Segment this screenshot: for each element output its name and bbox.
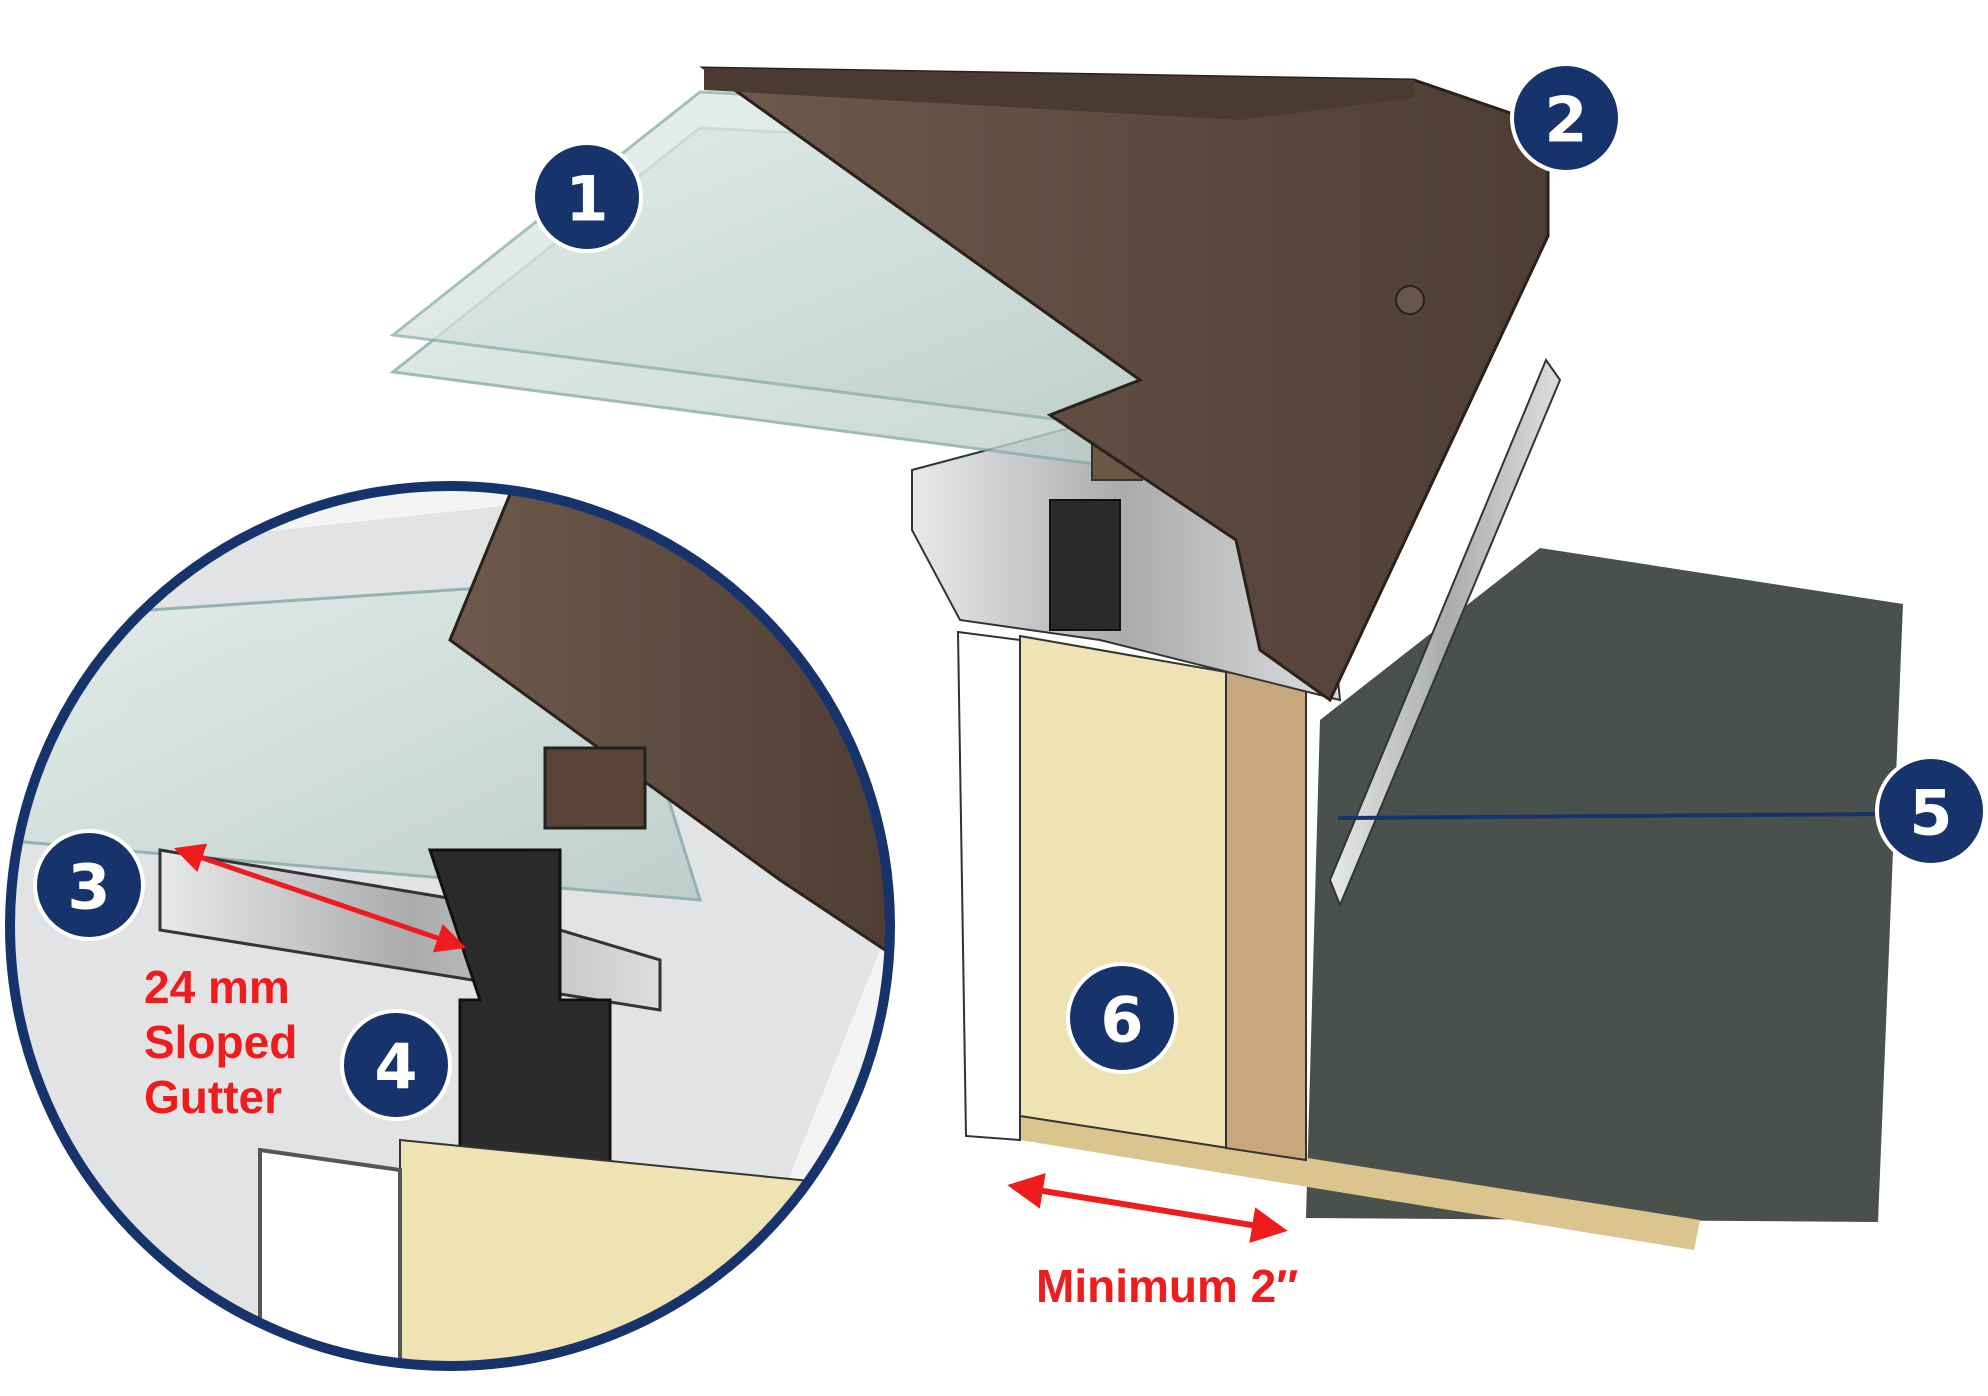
white-trim (956, 630, 1021, 1142)
inset-spacer (543, 746, 647, 830)
badge-2: 2 (1510, 62, 1622, 174)
flashing (1328, 357, 1562, 908)
leader-line-5 (1337, 812, 1891, 820)
badge-6: 6 (1066, 962, 1178, 1074)
inset-wood (399, 1138, 890, 1366)
detail-inset (5, 481, 895, 1371)
gutter-dimension-arrow (173, 843, 467, 953)
thermal-break (1049, 499, 1121, 631)
plywood-layer (1225, 670, 1307, 1162)
badge-4: 4 (340, 1009, 452, 1121)
svg-text:3: 3 (67, 851, 110, 924)
main-assembly (389, 66, 1903, 1250)
cap-top-strip (704, 68, 1414, 120)
svg-text:4: 4 (374, 1031, 417, 1104)
inset-border (5, 481, 895, 1371)
svg-text:1: 1 (565, 163, 608, 236)
svg-text:6: 6 (1100, 984, 1143, 1057)
badge-3: 3 (33, 829, 145, 941)
minimum-dimension-arrow (1007, 1173, 1288, 1243)
roof-membrane (1306, 548, 1903, 1222)
brown-cap (699, 66, 1550, 703)
roof-deck-edge (1020, 1112, 1700, 1250)
gutter-label-line1: 24 mm (144, 961, 290, 1013)
gutter-label-line3: Gutter (144, 1071, 282, 1123)
svg-text:2: 2 (1544, 84, 1587, 157)
svg-text:5: 5 (1909, 777, 1952, 850)
screw-icon (1395, 285, 1425, 315)
badge-5: 5 (1875, 755, 1987, 867)
gutter-label-line2: Sloped (144, 1016, 297, 1068)
badge-1: 1 (531, 141, 643, 253)
minimum-label: Minimum 2″ (1036, 1260, 1298, 1312)
